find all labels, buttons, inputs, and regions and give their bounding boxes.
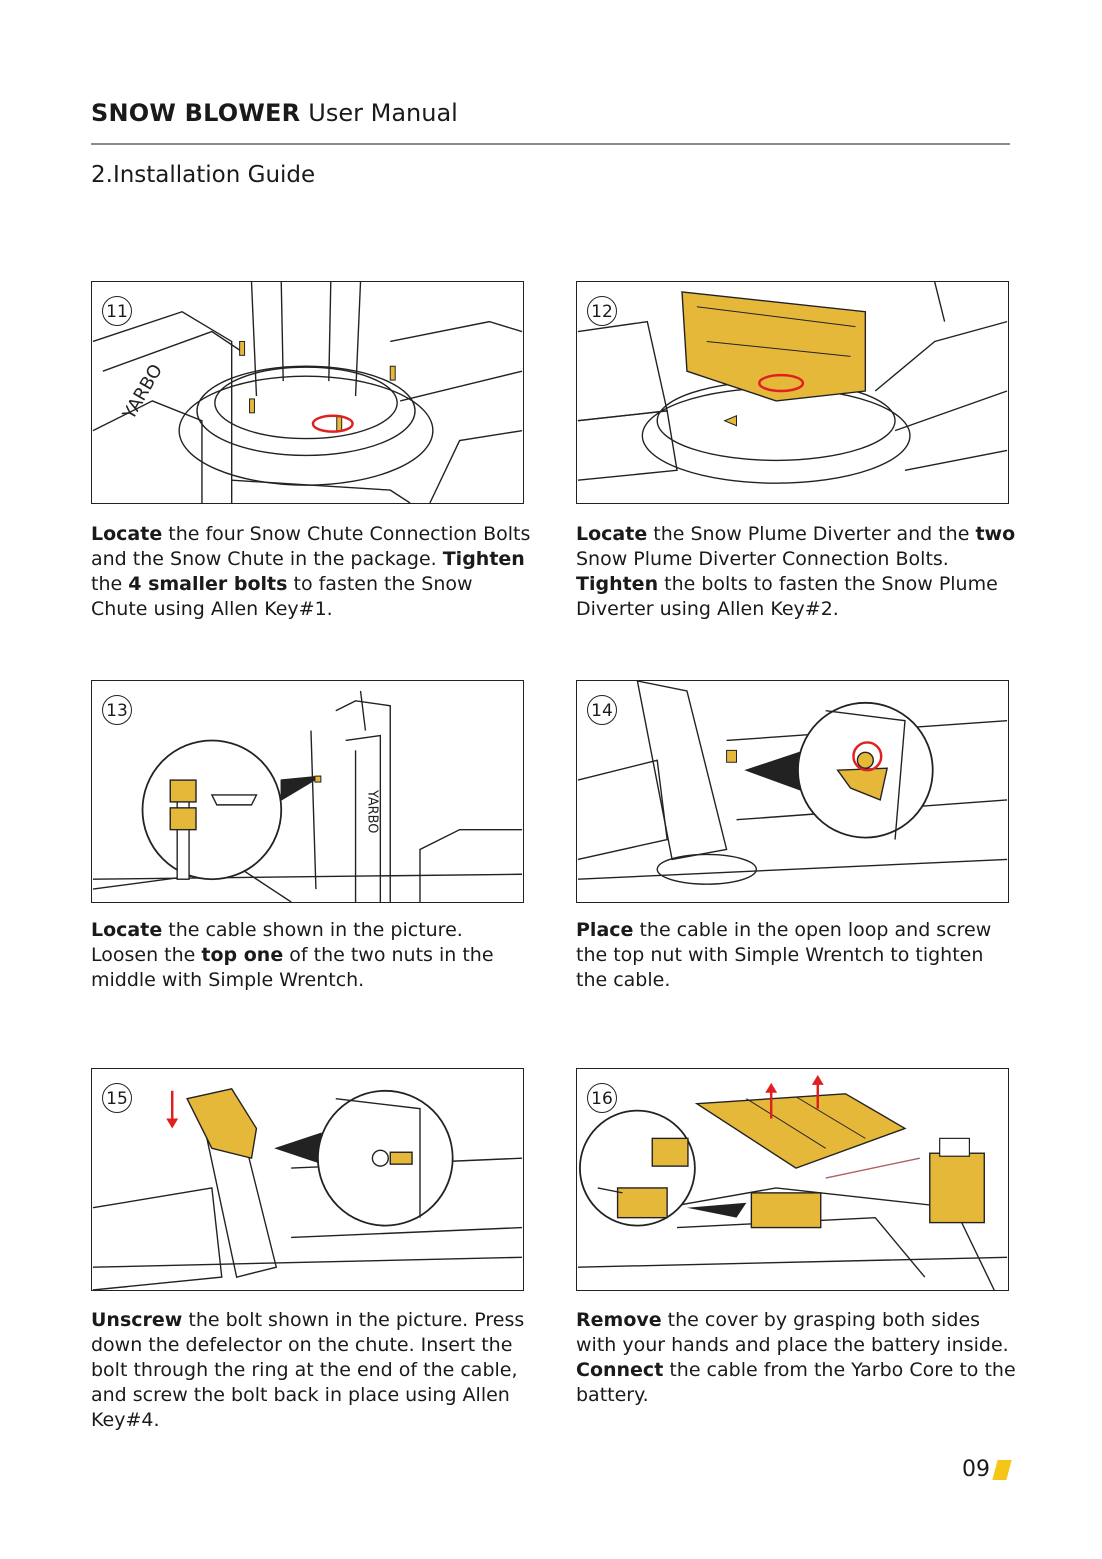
step-14-illustration: 14 (576, 680, 1009, 903)
header-divider (91, 143, 1010, 145)
battery-cover-illustration (577, 1074, 1008, 1290)
section-title: 2.Installation Guide (91, 162, 316, 188)
caption-emphasis: Unscrew (91, 1309, 183, 1331)
step-15-illustration: 15 (91, 1068, 524, 1291)
step-number-badge: 14 (587, 695, 617, 725)
caption-emphasis: Tighten (442, 548, 525, 570)
product-name: SNOW BLOWER (91, 99, 301, 127)
snow-chute-illustration: YARBO (92, 282, 523, 503)
caption-emphasis: Connect (576, 1359, 664, 1381)
step-16-illustration: 16 (576, 1068, 1009, 1291)
svg-text:YARBO: YARBO (364, 789, 379, 833)
caption-text: Snow Plume Diverter Connection Bolts. (576, 548, 949, 570)
step-16-caption: Remove the cover by grasping both sides … (576, 1308, 1016, 1408)
caption-text: the cable from the Yarbo Core to the bat… (576, 1359, 1016, 1406)
page-accent-mark (992, 1460, 1012, 1480)
caption-text: the cover by grasping both sides with yo… (576, 1309, 1009, 1356)
svg-text:YARBO: YARBO (118, 361, 167, 424)
caption-text: the cable in the open loop and screw the… (576, 919, 992, 991)
caption-text: the Snow Plume Diverter and the (647, 523, 976, 545)
step-number-badge: 15 (102, 1083, 132, 1113)
caption-text: the (91, 573, 129, 595)
page-number: 09 (962, 1457, 990, 1482)
plume-diverter-illustration (577, 282, 1008, 484)
deflector-bolt-illustration (92, 1088, 523, 1290)
step-13-illustration: YARBO 13 (91, 680, 524, 903)
caption-text: the cable shown in the picture. Loosen t… (91, 919, 463, 966)
step-12-illustration: 12 (576, 281, 1009, 504)
step-number-badge: 12 (587, 296, 617, 326)
caption-text: the bolts to fasten the Snow Plume Diver… (576, 573, 998, 620)
document-type: User Manual (308, 99, 458, 127)
cable-nut-illustration: YARBO (92, 690, 523, 902)
step-11-illustration: YARBO 11 (91, 281, 524, 504)
caption-text: the four Snow Chute Connection Bolts and… (91, 523, 531, 570)
step-number-badge: 13 (102, 695, 132, 725)
caption-emphasis: Locate (576, 523, 648, 545)
caption-emphasis: Place (576, 919, 634, 941)
caption-text: of the two nuts in the middle with Simpl… (91, 944, 494, 991)
cable-loop-illustration (577, 681, 1008, 885)
caption-emphasis: Locate (91, 523, 163, 545)
caption-emphasis: 4 smaller bolts (128, 573, 288, 595)
step-14-caption: Place the cable in the open loop and scr… (576, 918, 1016, 993)
caption-emphasis: top one (201, 944, 284, 966)
caption-emphasis: two (975, 523, 1016, 545)
caption-emphasis: Remove (576, 1309, 662, 1331)
step-number-badge: 11 (102, 296, 132, 326)
step-13-caption: Locate the cable shown in the picture. L… (91, 918, 531, 993)
step-15-caption: Unscrew the bolt shown in the picture. P… (91, 1308, 531, 1433)
caption-emphasis: Locate (91, 919, 163, 941)
step-12-caption: Locate the Snow Plume Diverter and the t… (576, 522, 1016, 622)
caption-text: the bolt shown in the picture. Press dow… (91, 1309, 525, 1431)
caption-text: to fasten the Snow Chute using Allen Key… (91, 573, 473, 620)
step-11-caption: Locate the four Snow Chute Connection Bo… (91, 522, 531, 622)
caption-emphasis: Tighten (576, 573, 659, 595)
step-number-badge: 16 (587, 1083, 617, 1113)
